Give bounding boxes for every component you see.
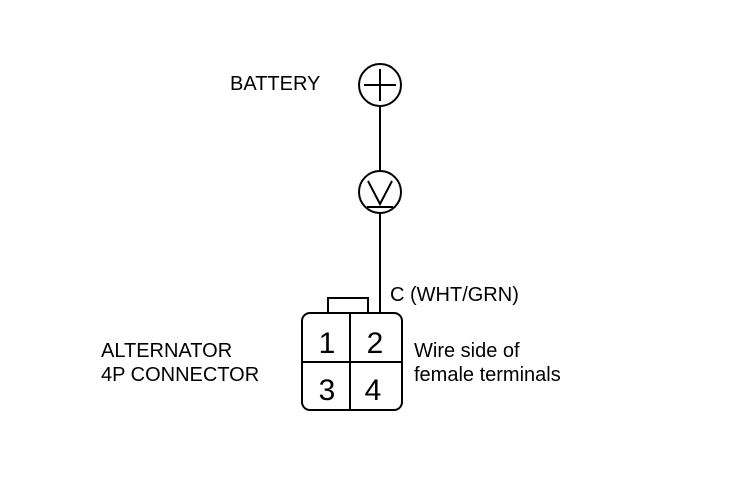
pin-1-label: 1	[319, 327, 336, 360]
connector-name-line2: 4P CONNECTOR	[101, 364, 259, 386]
wire-color-label: C (WHT/GRN)	[390, 284, 519, 306]
connector-lock-tab	[327, 297, 369, 314]
connector-name-line1: ALTERNATOR	[101, 340, 232, 362]
battery-label: BATTERY	[230, 73, 320, 95]
alternator-connector: 1 2 3 4	[301, 297, 403, 411]
pin-3-label: 3	[319, 374, 336, 407]
view-note-line2: female terminals	[414, 364, 561, 386]
battery-plus-icon	[358, 63, 402, 107]
pin-4-label: 4	[365, 374, 382, 407]
pin-2-label: 2	[367, 327, 384, 360]
view-note-line1: Wire side of	[414, 340, 520, 362]
voltmeter-icon	[358, 170, 402, 214]
